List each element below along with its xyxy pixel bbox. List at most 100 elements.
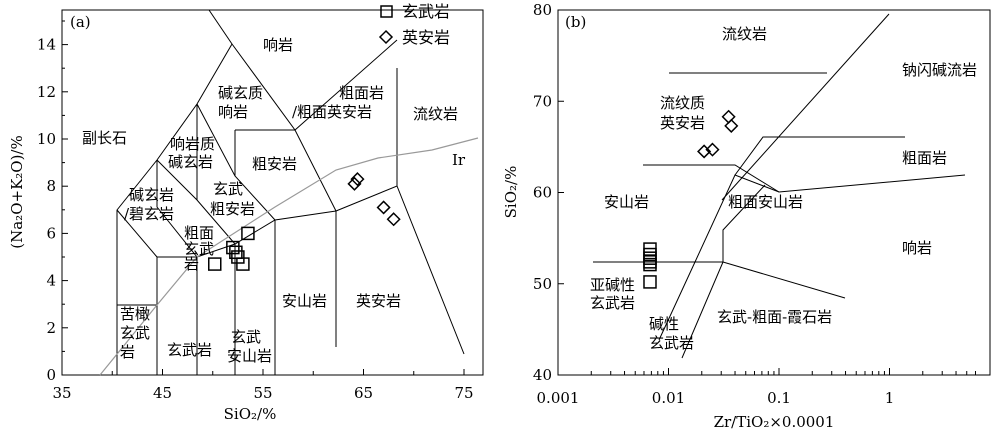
field-label-rhyodacite: 流纹质 (660, 94, 705, 112)
field-boundary (721, 13, 890, 201)
x-tick-label: 35 (52, 384, 71, 402)
basalt-point (643, 275, 657, 289)
field-label-alkali-basalt: 碱性 (649, 315, 679, 333)
field-label-tephrite: /碧玄岩 (124, 205, 174, 223)
field-label-phonotephrite: 碱玄岩 (168, 153, 213, 171)
legend-diamond-marker (378, 29, 394, 45)
dacite-point (724, 118, 739, 133)
x-tick-label: 0.001 (537, 389, 580, 407)
panel-a-ticks: 35 45 55 65 75 0 2 4 6 8 10 12 14 (37, 20, 474, 402)
basalt-point (208, 257, 222, 271)
x-tick-label: 45 (153, 384, 172, 402)
y-tick-label: 4 (46, 272, 56, 290)
y-tick-label: 2 (46, 319, 56, 337)
field-label-phonotephrite: 响岩质 (170, 135, 215, 153)
field-label-basaltic-trachyandesite: 粗安岩 (210, 200, 255, 218)
field-label-basaltic-andesite: 安山岩 (227, 347, 272, 365)
panel-a-label: (a) (70, 13, 91, 31)
x-tick-label: 0.1 (767, 389, 791, 407)
field-boundary (116, 9, 233, 305)
field-label-phonolite: 响岩 (902, 239, 932, 257)
dacite-point (705, 142, 720, 157)
dacite-point (350, 172, 365, 187)
panel-a-field-boundaries (99, 9, 479, 376)
y-tick-label: 0 (46, 366, 56, 384)
y-tick-label: 6 (46, 224, 56, 242)
panel-a-frame (61, 9, 484, 376)
field-label-tephriphonolite: 碱玄质 (218, 84, 263, 102)
ir-dividing-line (99, 137, 479, 376)
basalt-point (229, 245, 243, 260)
field-boundary (231, 39, 398, 131)
basalt-point (236, 257, 250, 271)
y-tick-label: 40 (533, 366, 552, 384)
y-tick-label: 12 (37, 83, 56, 101)
x-tick-label: 0.01 (652, 389, 685, 407)
dacite-point (376, 200, 391, 215)
basalt-point (226, 240, 240, 255)
field-label-trachyte: 粗面岩 (339, 84, 384, 102)
field-label-rhyolite: 流纹岩 (413, 105, 458, 123)
field-label-ir: Ir (452, 151, 466, 169)
field-label-dacite: 英安岩 (356, 292, 401, 310)
field-label-trachyte: /粗面英安岩 (292, 103, 372, 121)
field-label-picrobasalt: 玄武 (120, 324, 150, 342)
field-label-trachyandesite: 粗安岩 (252, 155, 297, 173)
field-label-picrobasalt: 苦橄 (120, 305, 150, 323)
field-boundary (116, 209, 158, 258)
dacite-point (347, 176, 362, 191)
field-label-alkali-basalt: 玄武岩 (649, 334, 694, 352)
field-label-subalkaline-basalt: 亚碱性 (590, 276, 635, 294)
field-label-andesite: 安山岩 (282, 292, 327, 310)
panel-b-field-labels: 流纹岩 钠闪碱流岩 流纹质 英安岩 粗面岩 安山岩 粗面安山岩 响岩 亚碱性 玄… (590, 25, 977, 352)
field-label-rhyolite: 流纹岩 (722, 25, 767, 43)
panel-b-y-axis-label: SiO₂/% (502, 166, 520, 219)
field-label-subalkaline-basalt: 玄武岩 (590, 294, 635, 312)
panel-a-data-points (208, 172, 401, 271)
legend-label-basalt: 玄武岩 (402, 2, 450, 21)
field-label-foidite: 副长石 (82, 129, 127, 147)
dacite-point (386, 212, 401, 227)
panel-a-y-axis-label: (Na₂O+K₂O)/% (8, 135, 26, 248)
y-tick-label: 70 (533, 92, 552, 110)
field-label-trachybasalt: 岩 (184, 255, 199, 273)
field-label-trachybasalt: 粗面 (184, 224, 214, 242)
legend-label-dacite: 英安岩 (402, 28, 450, 47)
field-boundary (681, 184, 766, 359)
panel-b-data-points (643, 109, 739, 289)
field-label-tephrite: 碱玄岩 (129, 186, 174, 204)
x-tick-label: 55 (253, 384, 272, 402)
basalt-point (643, 257, 657, 272)
legend: 玄武岩 英安岩 (378, 2, 450, 47)
panel-a-field-labels: 副长石 响岩 碱玄质 响岩 响岩质 碱玄岩 碱玄岩 /碧玄岩 粗安岩 玄武 粗安… (82, 36, 466, 365)
field-label-picrobasalt: 岩 (120, 343, 135, 361)
x-tick-label: 75 (454, 384, 473, 402)
field-label-rhyodacite: 英安岩 (660, 114, 705, 132)
y-tick-label: 50 (533, 275, 552, 293)
legend-square-marker (380, 5, 393, 18)
y-tick-label: 14 (37, 36, 56, 54)
field-boundary (156, 210, 337, 375)
basalt-point (241, 226, 255, 241)
panel-a-x-axis-label: SiO₂/% (224, 405, 277, 423)
y-tick-label: 10 (37, 130, 56, 148)
panel-b-x-axis-label: Zr/TiO₂×0.0001 (714, 413, 835, 431)
basalt-point (231, 250, 245, 264)
y-tick-label: 8 (46, 177, 56, 195)
field-label-basanite-trachy-nephelinite: 玄武-粗面-霞石岩 (717, 308, 832, 326)
field-label-tephriphonolite: 响岩 (218, 103, 248, 121)
x-tick-label: 65 (354, 384, 373, 402)
panel-b-label: (b) (565, 13, 586, 31)
field-boundary (335, 185, 465, 355)
field-boundary (643, 164, 780, 193)
field-label-andesite: 安山岩 (604, 193, 649, 211)
field-label-comendite: 钠闪碱流岩 (902, 61, 977, 79)
field-label-basaltic-trachyandesite: 玄武 (213, 180, 243, 198)
y-tick-label: 60 (533, 184, 552, 202)
field-boundary (734, 136, 905, 176)
field-label-basaltic-andesite: 玄武 (231, 328, 261, 346)
x-tick-label: 1 (885, 389, 895, 407)
